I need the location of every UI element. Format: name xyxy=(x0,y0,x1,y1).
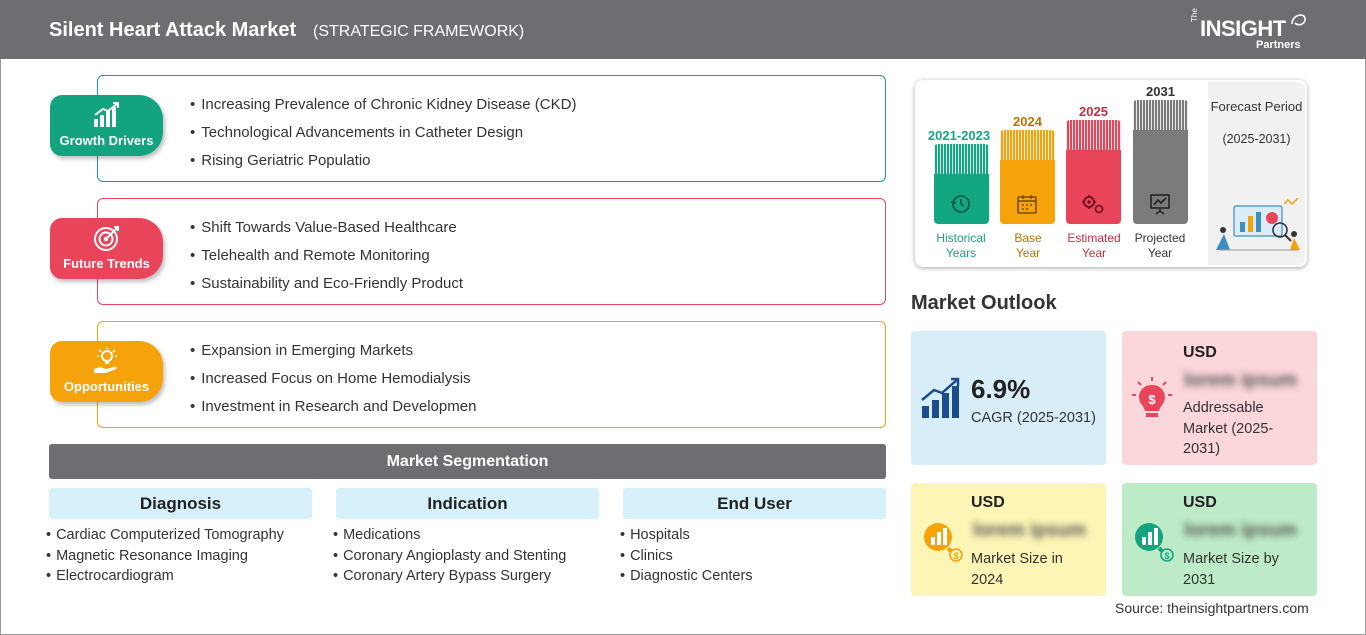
growth-drivers-badge: Growth Drivers xyxy=(50,95,163,156)
gears-icon xyxy=(1082,195,1104,214)
size-2031-label: Market Size by 2031 xyxy=(1183,551,1279,588)
segment-list-end-user: Hospitals Clinics Diagnostic Centers xyxy=(620,525,753,587)
magnifier-chart-icon: $ xyxy=(924,523,963,562)
market-outlook-title: Market Outlook xyxy=(911,292,1057,314)
future-trends-list: Shift Towards Value-Based Healthcare Tel… xyxy=(190,218,463,302)
timeline-label-historical: Historical Years xyxy=(924,231,998,261)
opportunities-card: Expansion in Emerging Markets Increased … xyxy=(97,321,886,428)
segment-heading-end-user: End User xyxy=(623,488,886,519)
size-2024-label: Market Size in 2024 xyxy=(971,551,1063,588)
addressable-market-tile: $ USD lorem ipsum Addressable Market (20… xyxy=(1122,331,1317,465)
growth-drivers-list: Increasing Prevalence of Chronic Kidney … xyxy=(190,95,576,179)
growth-bars-icon xyxy=(921,377,960,418)
page-title: Silent Heart Attack Market xyxy=(49,19,297,41)
label-line: Year xyxy=(1015,246,1041,260)
cagr-value: 6.9% xyxy=(971,374,1031,404)
future-trends-card: Shift Towards Value-Based Healthcare Tel… xyxy=(97,198,886,305)
market-size-2031-tile: $ USD lorem ipsum Market Size by 2031 xyxy=(1122,483,1317,596)
size-2024-value-blurred: lorem ipsum xyxy=(973,520,1086,541)
timeline-year: 2021-2023 xyxy=(927,128,991,143)
label-line: Years xyxy=(945,246,977,260)
list-item: Electrocardiogram xyxy=(46,566,284,587)
source-link[interactable]: Source: theinsightpartners.com xyxy=(1115,600,1309,616)
label-line: Base xyxy=(1014,231,1042,245)
label-line: Estimated xyxy=(1067,231,1121,245)
forecast-period-range: (2025-2031) xyxy=(1222,132,1291,146)
list-item: Technological Advancements in Catheter D… xyxy=(190,123,576,151)
cagr-label: CAGR (2025-2031) xyxy=(971,410,1096,426)
header: Silent Heart Attack Market (STRATEGIC FR… xyxy=(0,0,1366,59)
opportunities-list: Expansion in Emerging Markets Increased … xyxy=(190,341,476,425)
list-item: Sustainability and Eco-Friendly Product xyxy=(190,274,463,302)
growth-drivers-card: Increasing Prevalence of Chronic Kidney … xyxy=(97,75,886,182)
list-item: Magnetic Resonance Imaging xyxy=(46,546,284,567)
size-2031-currency: USD xyxy=(1183,494,1217,511)
badge-label: Future Trends xyxy=(63,256,150,271)
list-item: Rising Geriatric Populatio xyxy=(190,151,576,179)
market-size-2024-tile: $ USD lorem ipsum Market Size in 2024 xyxy=(911,483,1106,596)
logo-partners-text: Partners xyxy=(1256,39,1301,51)
badge-label: Opportunities xyxy=(63,379,150,394)
future-trends-badge: Future Trends xyxy=(50,218,163,279)
hand-lightbulb-icon xyxy=(94,347,117,373)
svg-text:$: $ xyxy=(953,551,958,561)
segment-heading-indication: Indication xyxy=(336,488,599,519)
cagr-tile: 6.9% CAGR (2025-2031) xyxy=(911,331,1106,465)
label-line: Year xyxy=(1081,246,1107,260)
list-item: Hospitals xyxy=(620,525,753,546)
list-item: Shift Towards Value-Based Healthcare xyxy=(190,218,463,246)
size-2024-currency: USD xyxy=(971,494,1005,511)
clock-history-icon xyxy=(951,195,970,213)
opportunities-badge: Opportunities xyxy=(50,341,163,402)
analytics-illustration-icon xyxy=(1216,198,1300,251)
growth-chart-icon xyxy=(94,102,119,127)
list-item: Cardiac Computerized Tomography xyxy=(46,525,284,546)
segment-list-indication: Medications Coronary Angioplasty and Ste… xyxy=(333,525,566,587)
timeline-bar-projected xyxy=(1133,100,1188,224)
timeline-year: 2031 xyxy=(1146,84,1175,99)
list-item: Clinics xyxy=(620,546,753,567)
label-line: Year xyxy=(1147,246,1173,260)
logo-the-text: The xyxy=(1190,8,1199,22)
list-item: Telehealth and Remote Monitoring xyxy=(190,246,463,274)
target-icon xyxy=(94,226,119,251)
calendar-icon xyxy=(1017,195,1037,214)
magnifier-growth-icon: $ xyxy=(1135,523,1174,562)
list-item: Diagnostic Centers xyxy=(620,566,753,587)
logo-insight-text: INSIGHT xyxy=(1200,16,1286,41)
presentation-icon xyxy=(1150,194,1170,215)
size-2031-value-blurred: lorem ipsum xyxy=(1184,520,1297,541)
list-item: Increasing Prevalence of Chronic Kidney … xyxy=(190,95,576,123)
forecast-period-label: Forecast Period xyxy=(1210,99,1303,114)
market-segmentation-bar: Market Segmentation xyxy=(49,444,886,479)
list-item: Coronary Angioplasty and Stenting xyxy=(333,546,566,567)
insight-partners-logo[interactable]: The INSIGHT Partners xyxy=(1190,8,1310,54)
addressable-currency: USD xyxy=(1183,344,1217,361)
list-item: Coronary Artery Bypass Surgery xyxy=(333,566,566,587)
list-item: Investment in Research and Developmen xyxy=(190,397,476,425)
logo-swoosh-icon xyxy=(1291,14,1306,26)
timeline-bar-estimated xyxy=(1066,120,1121,224)
list-item: Medications xyxy=(333,525,566,546)
segment-list-diagnosis: Cardiac Computerized Tomography Magnetic… xyxy=(46,525,284,587)
page-subtitle: (STRATEGIC FRAMEWORK) xyxy=(313,23,525,40)
timeline-bar-historical xyxy=(934,144,989,224)
list-item: Expansion in Emerging Markets xyxy=(190,341,476,369)
list-item: Increased Focus on Home Hemodialysis xyxy=(190,369,476,397)
timeline-label-estimated: Estimated Year xyxy=(1058,231,1130,261)
label-line: Projected xyxy=(1134,231,1186,245)
timeline-year: 2025 xyxy=(1079,104,1108,119)
lightbulb-dollar-icon: $ xyxy=(1132,377,1172,417)
timeline-label-base: Base Year xyxy=(992,231,1064,261)
timeline-label-projected: Projected Year xyxy=(1124,231,1196,261)
badge-label: Growth Drivers xyxy=(59,133,154,148)
svg-text:$: $ xyxy=(1164,551,1169,561)
timeline-year: 2024 xyxy=(1013,114,1042,129)
addressable-label: Addressable Market (2025-2031) xyxy=(1183,400,1274,457)
segment-heading-diagnosis: Diagnosis xyxy=(49,488,312,519)
addressable-value-blurred: lorem ipsum xyxy=(1184,370,1297,391)
label-line: Historical xyxy=(936,231,986,245)
svg-text:$: $ xyxy=(1148,392,1156,407)
